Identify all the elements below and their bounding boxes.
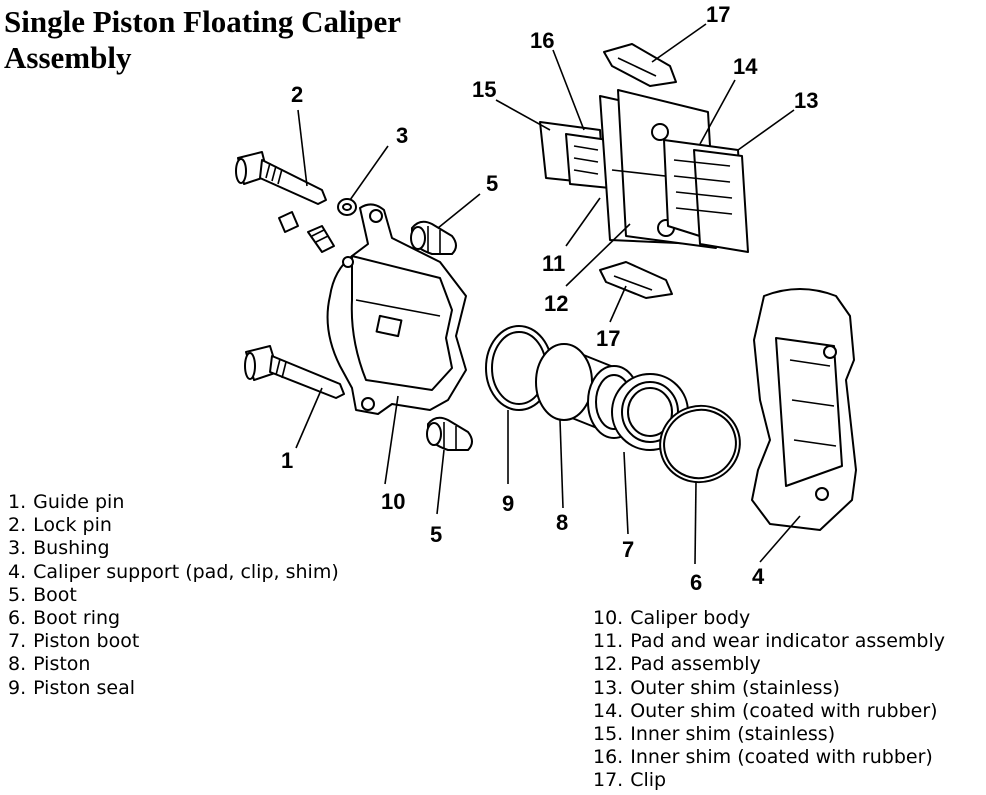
legend-label: Boot ring <box>33 607 121 630</box>
legend-number: 5. <box>8 583 27 606</box>
legend-label: Piston seal <box>33 676 136 699</box>
legend-number: 3. <box>8 537 27 560</box>
title-line-1: Single Piston Floating Caliper <box>4 4 401 39</box>
legend-number: 12. <box>593 653 624 676</box>
clip-part-upper <box>603 43 677 87</box>
legend-label: Lock pin <box>33 514 112 537</box>
legend-item: 3. Bushing <box>8 537 346 560</box>
legend-label: Caliper body <box>630 607 751 629</box>
callout-5-upper: 5 <box>486 171 498 196</box>
legend-number: 14. <box>593 699 624 722</box>
legend-number: 9. <box>8 676 27 699</box>
legend-label: Piston boot <box>33 630 140 653</box>
legend-label: Caliper support (pad, clip, shim) <box>33 560 339 583</box>
leader-lines <box>295 23 801 565</box>
legend-label: Piston <box>33 653 91 676</box>
legend-item: 9. Piston seal <box>8 677 346 700</box>
legend-item: 11. Pad and wear indicator assembly <box>593 630 952 653</box>
callout-12: 12 <box>544 291 568 316</box>
legend-item: 15. Inner shim (stainless) <box>593 723 952 746</box>
legend-label: Clip <box>630 769 667 792</box>
inner-shim-part <box>539 121 611 189</box>
clip-part-lower <box>599 261 673 299</box>
legend-item: 12. Pad assembly <box>593 653 952 676</box>
legend-number: 4. <box>8 560 27 583</box>
lock-pin-part <box>235 151 327 205</box>
legend-left: 1. Guide pin 2. Lock pin 3. Bushing 4. Calip… <box>8 491 346 700</box>
guide-pin-part <box>244 345 345 399</box>
legend-item: 14. Outer shim (coated with rubber) <box>593 700 952 723</box>
boot-part-lower <box>426 416 473 451</box>
callout-5-lower: 5 <box>430 522 442 547</box>
callout-13: 13 <box>794 88 818 113</box>
callout-15: 15 <box>472 77 496 102</box>
callout-8: 8 <box>556 510 568 535</box>
legend-item: 2. Lock pin <box>8 514 346 537</box>
legend-number: 8. <box>8 653 27 676</box>
callout-17-lower: 17 <box>596 326 620 351</box>
legend-label: Inner shim (stainless) <box>630 723 836 746</box>
caliper-body-part <box>326 203 467 415</box>
legend-item: 10. Caliper body <box>593 607 952 630</box>
legend-number: 10. <box>593 607 624 629</box>
outer-shim-part <box>663 139 749 253</box>
legend-number: 17. <box>593 769 624 792</box>
legend-label: Boot <box>33 583 77 606</box>
legend-number: 13. <box>593 676 624 699</box>
legend-item: 4. Caliper support (pad, clip, shim) <box>8 561 346 584</box>
legend-item: 5. Boot <box>8 584 346 607</box>
legend-number: 6. <box>8 607 27 630</box>
legend-number: 2. <box>8 514 27 537</box>
callout-17-upper: 17 <box>706 2 730 27</box>
callout-4: 4 <box>752 564 765 589</box>
legend-number: 1. <box>8 491 27 513</box>
title-line-2: Assembly <box>4 40 132 75</box>
legend-label: Outer shim (stainless) <box>630 676 840 699</box>
bleeder-screw-part <box>278 211 335 253</box>
callout-7: 7 <box>622 537 634 562</box>
legend-item: 13. Outer shim (stainless) <box>593 677 952 700</box>
legend-number: 11. <box>593 630 624 653</box>
callout-10: 10 <box>381 489 405 514</box>
callout-11: 11 <box>542 251 565 276</box>
legend-label: Inner shim (coated with rubber) <box>630 746 933 769</box>
callout-9: 9 <box>502 491 514 516</box>
legend-item: 8. Piston <box>8 653 346 676</box>
legend-number: 7. <box>8 630 27 653</box>
diagram-title: Single Piston Floating Caliper Assembly <box>4 4 524 76</box>
legend-item: 6. Boot ring <box>8 607 346 630</box>
legend-item: 7. Piston boot <box>8 630 346 653</box>
legend-number: 16. <box>593 746 624 769</box>
legend-label: Outer shim (coated with rubber) <box>630 699 938 722</box>
legend-number: 15. <box>593 723 624 746</box>
legend-item: 1. Guide pin <box>8 491 346 514</box>
callout-2: 2 <box>291 82 303 107</box>
legend-item: 16. Inner shim (coated with rubber) <box>593 746 952 769</box>
boot-part-upper <box>410 220 457 255</box>
caliper-support-part <box>751 288 857 531</box>
legend-label: Pad assembly <box>630 653 761 676</box>
callout-14: 14 <box>733 54 758 79</box>
callout-labels: 2 3 5 1 10 5 9 8 7 6 4 16 15 17 14 13 11… <box>281 2 818 595</box>
boot-ring-part <box>659 404 741 484</box>
callout-16: 16 <box>530 28 554 53</box>
callout-3: 3 <box>396 123 408 148</box>
bushing-part <box>337 198 357 216</box>
callout-6: 6 <box>690 570 702 595</box>
legend-right: 10. Caliper body 11. Pad and wear indicato… <box>593 607 952 793</box>
callout-1: 1 <box>281 448 293 473</box>
legend-label: Guide pin <box>33 491 125 513</box>
legend-item: 17. Clip <box>593 769 952 792</box>
legend-label: Bushing <box>33 537 110 560</box>
legend-label: Pad and wear indicator assembly <box>630 630 945 653</box>
